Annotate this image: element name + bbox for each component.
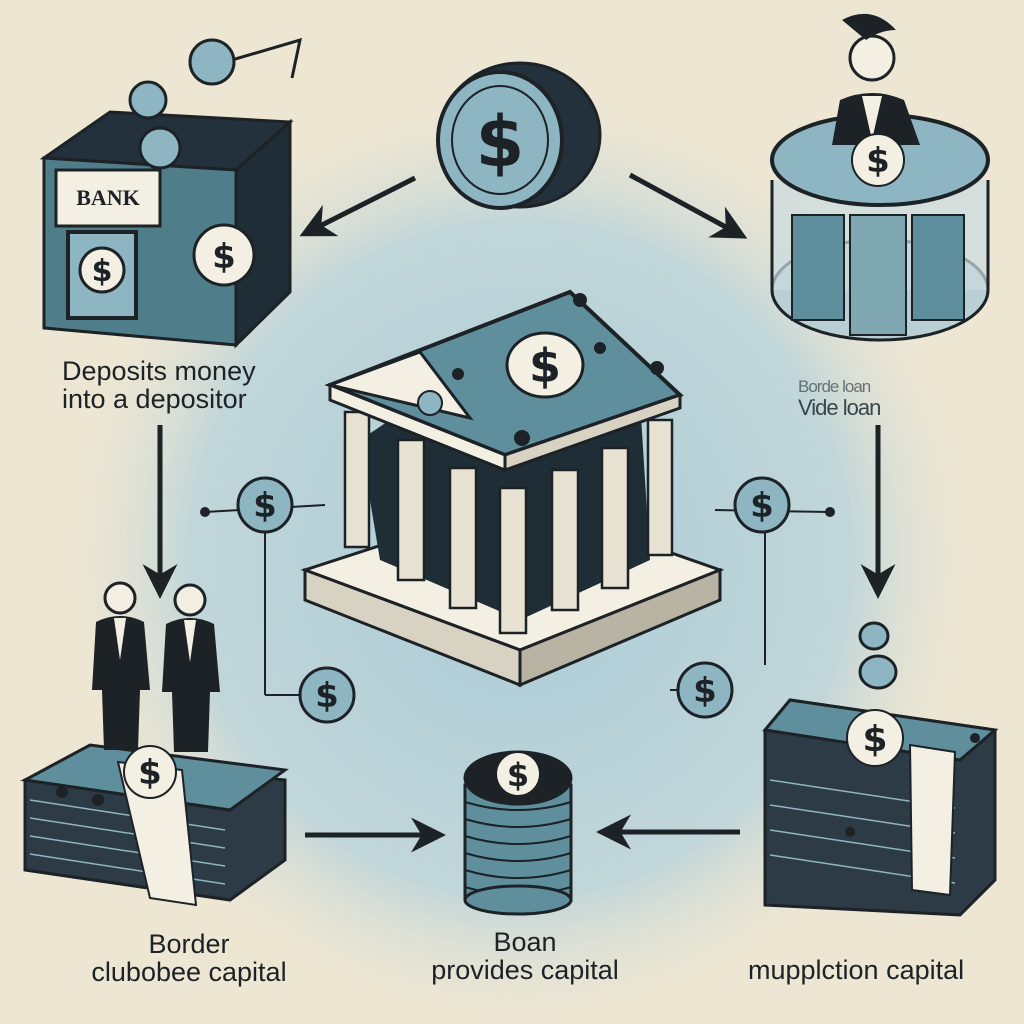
cash-right-dollar: $ xyxy=(862,719,887,760)
border-label: Border clubobee capital xyxy=(64,930,314,987)
muppl-label: mupplction capital xyxy=(748,955,965,985)
deposit-label: Deposits money into a depositor xyxy=(62,357,256,414)
coin-stack-dollar: $ xyxy=(507,756,529,794)
deposit-label-line2: into a depositor xyxy=(62,384,247,415)
bank-box-dollar-front: $ xyxy=(92,254,113,289)
bank-box-icon: BANK $ $ xyxy=(39,37,302,349)
bank-building-icon: $ xyxy=(300,289,725,688)
dollar-badge-right: $ xyxy=(733,476,791,534)
boan-label-line1: Boan xyxy=(493,927,557,957)
money-jar-icon: $ xyxy=(770,13,990,342)
jar-dollar: $ xyxy=(866,141,890,181)
badge-lower-left-dollar: $ xyxy=(315,676,339,716)
cash-stack-icon: $ xyxy=(762,621,999,917)
border-label-line2: clubobee capital xyxy=(91,957,287,988)
deposit-label-line1: Deposits money xyxy=(62,356,256,386)
badge-left-dollar: $ xyxy=(253,486,277,526)
roof-dollar: $ xyxy=(529,339,561,393)
badge-lower-right-dollar: $ xyxy=(693,671,717,711)
bank-sign-text: BANK xyxy=(76,185,140,210)
loan-label-line2: Vide loan xyxy=(798,394,881,420)
boan-label-line2: provides capital xyxy=(431,955,619,986)
badge-right-dollar: $ xyxy=(750,486,774,526)
cash-left-dollar: $ xyxy=(138,753,162,793)
coin-stack-icon: $ xyxy=(463,750,573,916)
cash-stack-icon: $ xyxy=(20,743,289,907)
dollar-badge-lower-left: $ xyxy=(298,666,356,724)
loan-label: Borde loan Vide loan xyxy=(798,377,881,420)
arrow-icon xyxy=(142,172,896,853)
top-coin-dollar: $ xyxy=(476,101,525,183)
bank-box-dollar-side: $ xyxy=(212,237,236,277)
boan-label: Boan provides capital xyxy=(410,928,640,985)
loan-label-line1: Borde loan xyxy=(798,377,871,396)
muppl-label-line1: mupplction capital xyxy=(748,955,965,985)
dollar-badge-lower-right: $ xyxy=(676,661,734,719)
dollar-badge-left: $ xyxy=(236,476,294,534)
businessman-icon xyxy=(92,581,220,752)
border-label-line1: Border xyxy=(148,929,230,959)
coin-icon: $ xyxy=(436,61,602,210)
